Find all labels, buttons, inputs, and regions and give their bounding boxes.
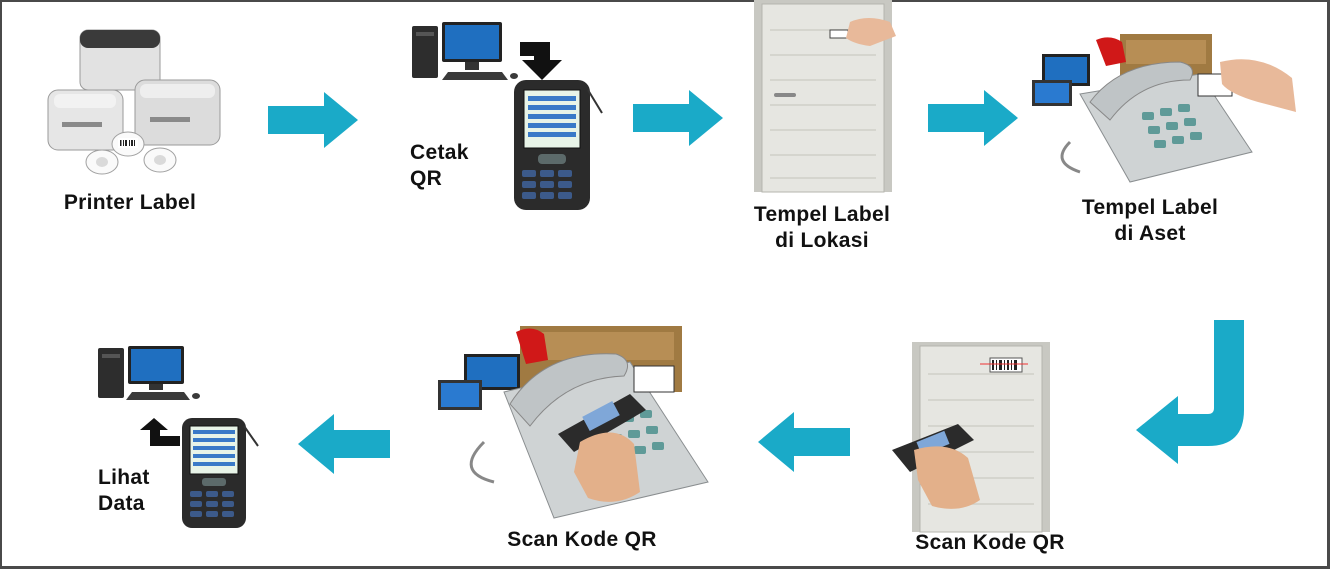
label-printer-icon: [40, 22, 230, 177]
flow-arrow-icon: [928, 90, 1020, 146]
step-text: di Aset: [1114, 222, 1186, 245]
step-label-tempel-aset: Tempel Label di Aset: [1050, 195, 1250, 247]
step-label-cetak: Cetak QR: [410, 140, 500, 192]
step-label-lihat-data: Lihat Data: [98, 465, 178, 517]
mobile-terminal-icon: [508, 78, 606, 213]
step-text: Scan Kode QR: [507, 528, 657, 551]
step-text: Lihat: [98, 466, 150, 489]
flow-arrow-icon: [758, 412, 850, 472]
computer-icon: [96, 344, 206, 404]
door-icon: [750, 0, 900, 195]
step-label-scan-lokasi: Scan Kode QR: [880, 530, 1100, 556]
desk-phone-scan-icon: [434, 322, 714, 522]
door-scan-icon: [888, 340, 1058, 535]
step-text: Scan Kode QR: [915, 531, 1065, 554]
flow-turn-arrow-icon: [1132, 318, 1252, 468]
computer-icon: [410, 20, 520, 85]
flow-arrow-icon: [268, 92, 360, 148]
step-label-scan-aset: Scan Kode QR: [472, 527, 692, 553]
flow-arrow-icon: [298, 414, 390, 474]
direction-arrow-icon: [520, 42, 566, 82]
step-text: Tempel Label: [1081, 196, 1219, 219]
step-label-tempel-lokasi: Tempel Label di Lokasi: [722, 202, 922, 254]
step-text: QR: [410, 167, 443, 190]
step-text: di Lokasi: [775, 229, 869, 252]
flow-arrow-icon: [633, 90, 725, 146]
step-text: Data: [98, 492, 145, 515]
step-text: Printer Label: [63, 191, 197, 214]
step-label-printer: Printer Label: [40, 190, 220, 216]
step-text: Cetak: [410, 141, 469, 164]
step-text: Tempel Label: [753, 203, 891, 226]
desk-phone-icon: [1030, 32, 1300, 192]
direction-arrow-icon: [140, 418, 182, 448]
mobile-terminal-icon: [178, 416, 264, 531]
